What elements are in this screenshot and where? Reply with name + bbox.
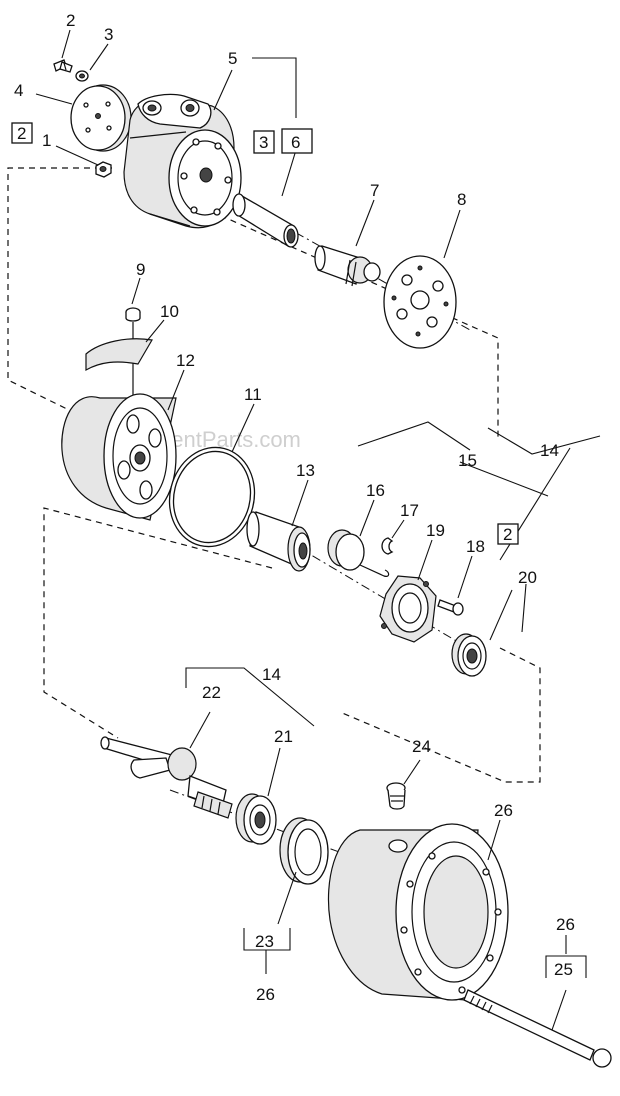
washer-part-3 — [75, 70, 89, 82]
callout-2: 2 — [66, 11, 75, 30]
svg-text:23: 23 — [255, 932, 274, 951]
bushing-part-16 — [327, 529, 390, 577]
flange-part-19 — [379, 575, 437, 643]
sleeve-part-6 — [232, 193, 299, 248]
dashed-boundary-lower — [43, 507, 541, 783]
long-bolt-part-25 — [463, 989, 612, 1068]
svg-text:25: 25 — [554, 960, 573, 979]
boxed-label-23: 23 — [243, 928, 291, 951]
callout-16: 16 — [366, 481, 385, 500]
callout-22: 22 — [202, 683, 221, 702]
callout-18: 18 — [466, 537, 485, 556]
screw-part-24 — [386, 782, 406, 810]
callout-3: 3 — [104, 25, 113, 44]
cover-plate-part-4 — [70, 84, 132, 152]
callout-17: 17 — [400, 501, 419, 520]
callout-21: 21 — [274, 727, 293, 746]
svg-text:2: 2 — [503, 525, 512, 544]
nut-part-1 — [95, 161, 112, 178]
boxed-label-25: 25 — [545, 955, 587, 979]
callout-20: 20 — [518, 568, 537, 587]
seal-ring-part-23 — [279, 817, 329, 885]
bearing-part-21 — [235, 793, 277, 845]
boxed-label-2-middle: 2 — [497, 523, 519, 545]
callout-12: 12 — [176, 351, 195, 370]
motor-body-part-26 — [327, 823, 509, 1001]
shaft-part-7 — [314, 245, 381, 287]
callout-4: 4 — [14, 81, 23, 100]
callout-19: 19 — [426, 521, 445, 540]
callout-14-lower: 14 — [262, 665, 281, 684]
boxed-label-2-top: 2 — [11, 122, 33, 144]
callout-10: 10 — [160, 302, 179, 321]
boxed-label-3-6: 3 6 — [253, 128, 313, 154]
callout-numbers: 2 3 4 1 5 7 8 9 10 12 11 13 14 15 16 17 … — [14, 11, 575, 1004]
drum-part-12 — [61, 393, 177, 521]
callout-26-bottom-left: 26 — [256, 985, 275, 1004]
callout-24: 24 — [412, 737, 431, 756]
callout-13: 13 — [296, 461, 315, 480]
bearing-part-20 — [451, 633, 487, 677]
curved-plate-part-10 — [85, 338, 153, 372]
callout-11: 11 — [244, 385, 262, 404]
callout-26-body: 26 — [494, 801, 513, 820]
leader-lines — [35, 29, 601, 1031]
callout-15: 15 — [458, 451, 477, 470]
shaft-part-22 — [100, 736, 233, 819]
callout-14-upper: 14 — [540, 441, 559, 460]
callout-1: 1 — [42, 131, 51, 150]
clip-part-17 — [381, 537, 394, 555]
callout-5: 5 — [228, 49, 237, 68]
housing-part-5 — [123, 93, 242, 229]
o-ring-part-11 — [168, 446, 256, 548]
dashed-boundary-upper — [7, 167, 499, 441]
callout-8: 8 — [457, 190, 466, 209]
svg-text:3: 3 — [259, 133, 268, 152]
screw-part-18 — [437, 599, 464, 616]
callout-9: 9 — [136, 260, 145, 279]
plate-part-8 — [383, 255, 457, 349]
callout-7: 7 — [370, 181, 379, 200]
svg-text:2: 2 — [17, 124, 26, 143]
svg-text:6: 6 — [291, 133, 300, 152]
callout-26-right: 26 — [556, 915, 575, 934]
bearing-cylinder-part-13 — [246, 511, 311, 572]
screw-part-2 — [53, 59, 73, 73]
